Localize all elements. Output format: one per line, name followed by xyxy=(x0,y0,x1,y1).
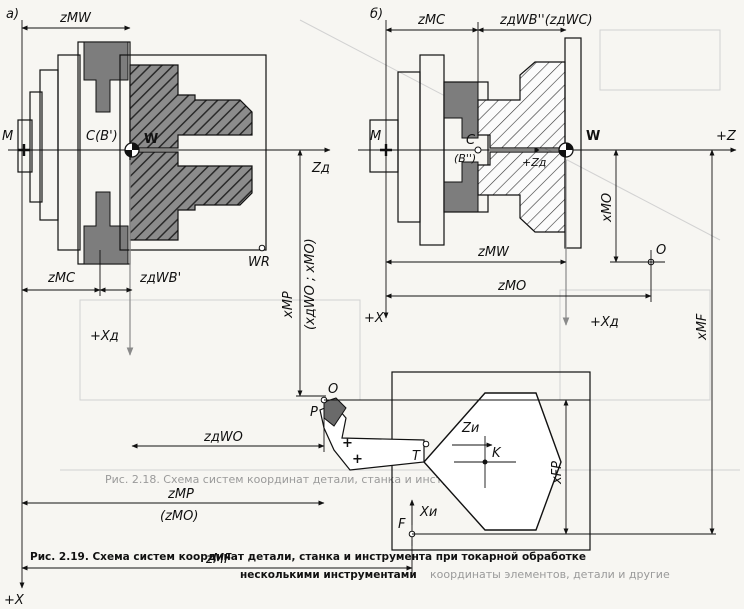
panel-b-plus-x: +X xyxy=(364,311,385,326)
tool-zmp: zMP xyxy=(167,487,194,502)
panel-a-zmw: zMW xyxy=(59,11,92,26)
panel-b-o: O xyxy=(656,243,666,258)
tool-xmp: xMP xyxy=(281,291,296,319)
ghost-caption: Рис. 2.18. Схема систем координат детали… xyxy=(105,473,491,486)
panel-a-machine-zero-mark xyxy=(18,144,30,156)
tool-zmf: zMF xyxy=(205,552,232,567)
panel-a-plus-xd: +Xд xyxy=(90,329,119,344)
panel-b-zmo: zMO xyxy=(497,279,526,294)
panel-b-origin-marker xyxy=(558,142,574,158)
panel-b-plus-z: +Z xyxy=(716,129,737,144)
panel-b-xmo: xMO xyxy=(600,193,615,223)
turret-k-point xyxy=(482,459,488,465)
tool-plus-mark: + xyxy=(342,436,353,451)
panel-a-wr-point xyxy=(258,244,266,252)
tool-zi: Zи xyxy=(461,421,479,436)
panel-b-w: W xyxy=(586,129,600,144)
panel-b-workpiece xyxy=(477,37,582,249)
panel-b-zmw: zMW xyxy=(477,245,510,260)
tool-plus-mark-2: + xyxy=(352,452,363,467)
tool-xfp: xFP xyxy=(550,461,565,485)
tool-f: F xyxy=(398,517,406,532)
panel-a-zd: Zд xyxy=(311,161,330,176)
tool-xi: Xи xyxy=(419,505,437,520)
panel-b-spindle-chuck xyxy=(369,54,489,246)
ghost-caption-2: координаты элементов, детали и другие xyxy=(430,568,670,581)
tool-o: O xyxy=(328,382,338,397)
panel-a-plus-x: +X xyxy=(4,593,25,608)
panel-a-zdwb: zдWB' xyxy=(139,271,181,286)
figure-caption: Рис. 2.19. Схема систем координат детали… xyxy=(30,551,586,563)
panel-b-plus-zd: +Zд xyxy=(522,156,546,169)
panel-b-tag: б) xyxy=(370,7,383,22)
tool-zdwo: zдWO xyxy=(203,430,243,445)
tool-xdwo: (xдWO ; xMO) xyxy=(303,238,318,330)
figure-caption-2: несколькими инструментами xyxy=(240,569,417,581)
panel-a-tag: а) xyxy=(6,7,19,22)
panel-a-zmc: zMC xyxy=(47,271,76,286)
tool-zmo-paren: (zMO) xyxy=(160,509,198,524)
tool-p: P xyxy=(310,405,318,420)
panel-b-zmc: zMC xyxy=(417,13,446,28)
panel-b-zdwb: zдWB''(zдWC) xyxy=(499,13,593,28)
panel-a-cb: C(B') xyxy=(86,129,118,144)
panel-b-plus-xd: +Xд xyxy=(590,315,619,330)
tool-t-point xyxy=(422,440,430,448)
panel-b-c: C xyxy=(466,133,476,148)
panel-b-m: M xyxy=(370,129,381,144)
panel-a-m: M xyxy=(2,129,13,144)
panel-a-w: W xyxy=(144,132,158,147)
turret-hexagon xyxy=(423,392,562,531)
panel-b-c-point xyxy=(474,146,482,154)
panel-a-spindle-chuck xyxy=(17,41,267,265)
tool-t: T xyxy=(412,449,421,464)
tool-k: K xyxy=(492,446,502,461)
panel-a-origin-marker xyxy=(124,142,140,158)
panel-a-workpiece xyxy=(129,64,253,241)
panel-b-b2: (B'') xyxy=(454,152,476,165)
panel-b-machine-zero-mark xyxy=(380,144,392,156)
panel-a-wr: WR xyxy=(248,255,270,270)
panel-b-xmf: xMF xyxy=(695,313,710,341)
